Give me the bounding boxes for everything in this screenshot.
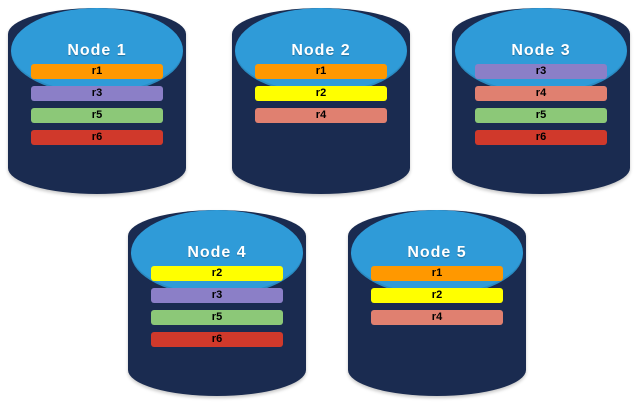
record-bar-list: r1 r2 r4 <box>232 64 410 123</box>
record-bar-r5[interactable]: r5 <box>475 108 607 123</box>
record-bar-r5[interactable]: r5 <box>151 310 283 325</box>
node-title: Node 3 <box>511 41 571 59</box>
cylinder-top-ellipse <box>10 8 184 94</box>
database-node-5[interactable]: Node 5 r1 r2 r4 <box>348 210 526 396</box>
database-node-4[interactable]: Node 4 r2 r3 r5 r6 <box>128 210 306 396</box>
record-bar-r2[interactable]: r2 <box>371 288 503 303</box>
record-bar-r4[interactable]: r4 <box>475 86 607 101</box>
record-bar-r6[interactable]: r6 <box>31 130 163 145</box>
record-bar-r5[interactable]: r5 <box>31 108 163 123</box>
record-bar-r3[interactable]: r3 <box>475 64 607 79</box>
node-title: Node 2 <box>291 41 351 59</box>
record-bar-r2[interactable]: r2 <box>151 266 283 281</box>
database-node-1[interactable]: Node 1 r1 r3 r5 r6 <box>8 8 186 194</box>
node-title: Node 5 <box>407 243 467 261</box>
record-bar-r4[interactable]: r4 <box>255 108 387 123</box>
record-bar-list: r2 r3 r5 r6 <box>128 266 306 347</box>
cylinder-top-ellipse <box>454 8 628 94</box>
record-bar-r2[interactable]: r2 <box>255 86 387 101</box>
cylinder-top-ellipse <box>234 8 408 94</box>
record-bar-list: r1 r3 r5 r6 <box>8 64 186 145</box>
record-bar-list: r3 r4 r5 r6 <box>452 64 630 145</box>
record-bar-r1[interactable]: r1 <box>371 266 503 281</box>
record-bar-r4[interactable]: r4 <box>371 310 503 325</box>
cylinder-top-ellipse <box>350 210 524 296</box>
record-bar-r1[interactable]: r1 <box>255 64 387 79</box>
node-title: Node 1 <box>67 41 127 59</box>
database-node-3[interactable]: Node 3 r3 r4 r5 r6 <box>452 8 630 194</box>
record-bar-r1[interactable]: r1 <box>31 64 163 79</box>
record-bar-r6[interactable]: r6 <box>475 130 607 145</box>
record-bar-r3[interactable]: r3 <box>31 86 163 101</box>
database-node-2[interactable]: Node 2 r1 r2 r4 <box>232 8 410 194</box>
cylinder-top-ellipse <box>130 210 304 296</box>
record-bar-r3[interactable]: r3 <box>151 288 283 303</box>
record-bar-list: r1 r2 r4 <box>348 266 526 325</box>
node-title: Node 4 <box>187 243 247 261</box>
record-bar-r6[interactable]: r6 <box>151 332 283 347</box>
